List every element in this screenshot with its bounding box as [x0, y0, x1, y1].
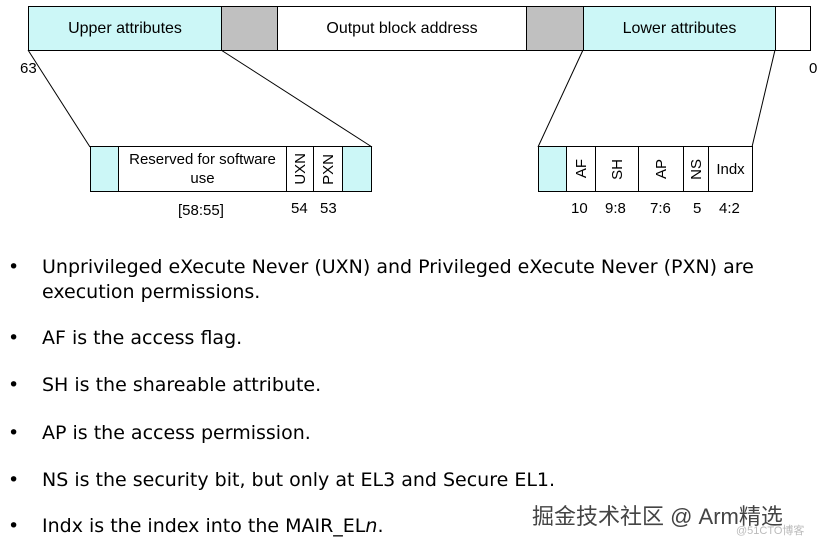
bit-63-label: 63	[20, 60, 37, 77]
af-label: AF	[572, 159, 590, 179]
uxn-bit-label: 54	[291, 200, 308, 217]
uxn-cell: UXN	[286, 146, 314, 192]
bullet-text: AP is the access permission.	[42, 422, 311, 444]
af-bit-label: 10	[571, 200, 588, 217]
bullet-item-ap: • AP is the access permission.	[0, 421, 836, 447]
upper-detail-left-cell	[90, 146, 119, 192]
indx-cell: Indx	[708, 146, 753, 192]
af-cell: AF	[566, 146, 596, 192]
sh-cell: SH	[595, 146, 639, 192]
sh-label: SH	[608, 158, 626, 180]
watermark-small-text: @51CTO博客	[736, 525, 805, 537]
bullet-dot-icon: •	[8, 374, 20, 396]
ns-bit-label: 5	[693, 200, 702, 217]
lower-attributes-label: Lower attributes	[622, 20, 737, 37]
bits-1-0-field	[775, 6, 811, 51]
bullet-dot-icon: •	[8, 327, 20, 349]
upper-attributes-field: Upper attributes	[28, 6, 222, 51]
connector-line	[220, 49, 373, 148]
watermark-text: 掘金技术社区 @ Arm精选	[532, 504, 783, 529]
bullet-item-sh: • SH is the shareable attribute.	[0, 373, 836, 399]
bullet-text: Unprivileged eXecute Never (UXN) and Pri…	[42, 256, 754, 303]
reserved-gap-right	[526, 6, 584, 51]
reserved-gap-left	[221, 6, 278, 51]
output-block-address-label: Output block address	[326, 20, 478, 37]
bullet-text-prefix: Indx is the index into the MAIR_EL	[42, 515, 366, 537]
bullet-item-ns: • NS is the security bit, but only at EL…	[0, 468, 836, 494]
connector-line	[27, 49, 91, 148]
pxn-bit-label: 53	[320, 200, 337, 217]
bit-0-label: 0	[809, 60, 818, 77]
bullet-item-af: • AF is the access flag.	[0, 326, 836, 352]
connector-line	[751, 49, 776, 148]
uxn-label: UXN	[291, 153, 309, 185]
bullet-text: Indx is the index into the MAIR_ELn.	[42, 514, 836, 539]
upper-detail-right-cell	[342, 146, 372, 192]
upper-attributes-label: Upper attributes	[68, 20, 182, 37]
connector-line	[537, 49, 584, 148]
sh-bits-label: 9:8	[605, 200, 626, 217]
ap-cell: AP	[638, 146, 684, 192]
indx-label: Indx	[716, 160, 745, 178]
bullet-dot-icon: •	[8, 469, 20, 491]
bullet-text: SH is the shareable attribute.	[42, 374, 322, 396]
bullet-dot-icon: •	[8, 256, 20, 278]
bullet-text: NS is the security bit, but only at EL3 …	[42, 469, 556, 491]
reserved-for-software-cell: Reserved for software use	[118, 146, 287, 192]
ap-bits-label: 7:6	[650, 200, 671, 217]
bullet-dot-icon: •	[8, 515, 20, 537]
reserved-for-software-label: Reserved for software use	[129, 151, 276, 187]
indx-bits-label: 4:2	[719, 200, 740, 217]
lower-attributes-field: Lower attributes	[583, 6, 776, 51]
bullet-item-uxn-pxn: • Unprivileged eXecute Never (UXN) and P…	[0, 255, 836, 307]
ap-label: AP	[652, 158, 670, 179]
bullet-text: AF is the access flag.	[42, 327, 243, 349]
reserved-bits-label: [58:55]	[178, 202, 224, 219]
pxn-cell: PXN	[313, 146, 343, 192]
output-block-address-field: Output block address	[277, 6, 527, 51]
bullet-dot-icon: •	[8, 422, 20, 444]
bullet-item-indx: • Indx is the index into the MAIR_ELn.	[0, 514, 836, 540]
bullet-text-italic: n	[365, 515, 378, 537]
pxn-label: PXN	[319, 153, 337, 185]
lower-detail-left-cell	[538, 146, 567, 192]
ns-label: NS	[687, 158, 705, 180]
ns-cell: NS	[683, 146, 709, 192]
bullet-text-suffix: .	[377, 515, 384, 537]
